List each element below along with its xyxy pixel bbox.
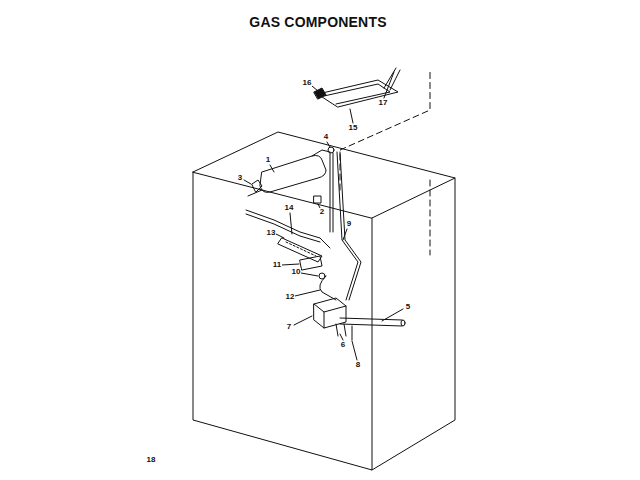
manifold-5 [340, 318, 402, 326]
cabinet-side [372, 178, 455, 470]
fitting-6 [336, 324, 346, 336]
callout-number: 6 [340, 341, 346, 349]
callout-number: 5 [405, 303, 411, 311]
bracket-3 [248, 180, 262, 196]
broil-tube [384, 68, 400, 90]
callout-number: 3 [237, 174, 243, 182]
callout-number: 7 [286, 323, 292, 331]
callout-number: 11 [272, 261, 282, 269]
tube-14 [246, 210, 330, 248]
callout-number: 15 [348, 124, 359, 132]
nut-2 [314, 196, 321, 203]
burner-neck [312, 150, 330, 156]
diagram-title: GAS COMPONENTS [249, 15, 386, 29]
part-11 [300, 256, 322, 270]
tube-12 [320, 276, 336, 300]
dashed-guide [430, 180, 431, 255]
manifold-end [401, 320, 405, 326]
callout-number: 4 [323, 133, 329, 141]
callout-number: 14 [284, 204, 295, 212]
callout-number: 10 [291, 268, 302, 276]
callout-number: 2 [319, 208, 325, 216]
callout-number: 12 [285, 293, 296, 301]
callout-number: 16 [302, 79, 313, 87]
cabinet-front [193, 172, 372, 470]
callout-number: 9 [346, 220, 352, 228]
callout-number: 13 [266, 229, 277, 237]
page-number: 18 [146, 456, 157, 464]
callout-number: 8 [355, 361, 361, 369]
callout-number: 17 [378, 99, 389, 107]
tube-9 [337, 152, 361, 300]
dashed-guide [340, 70, 430, 190]
cabinet-top [193, 132, 455, 218]
igniter-13 [278, 238, 322, 262]
fitting-8 [352, 326, 353, 340]
callout-number: 1 [265, 156, 271, 164]
fitting [328, 147, 334, 153]
valve-7 [314, 298, 346, 328]
bake-burner [260, 156, 326, 193]
tube-4 [330, 153, 333, 232]
igniter-coil [286, 242, 316, 256]
leader-lines [244, 72, 403, 360]
